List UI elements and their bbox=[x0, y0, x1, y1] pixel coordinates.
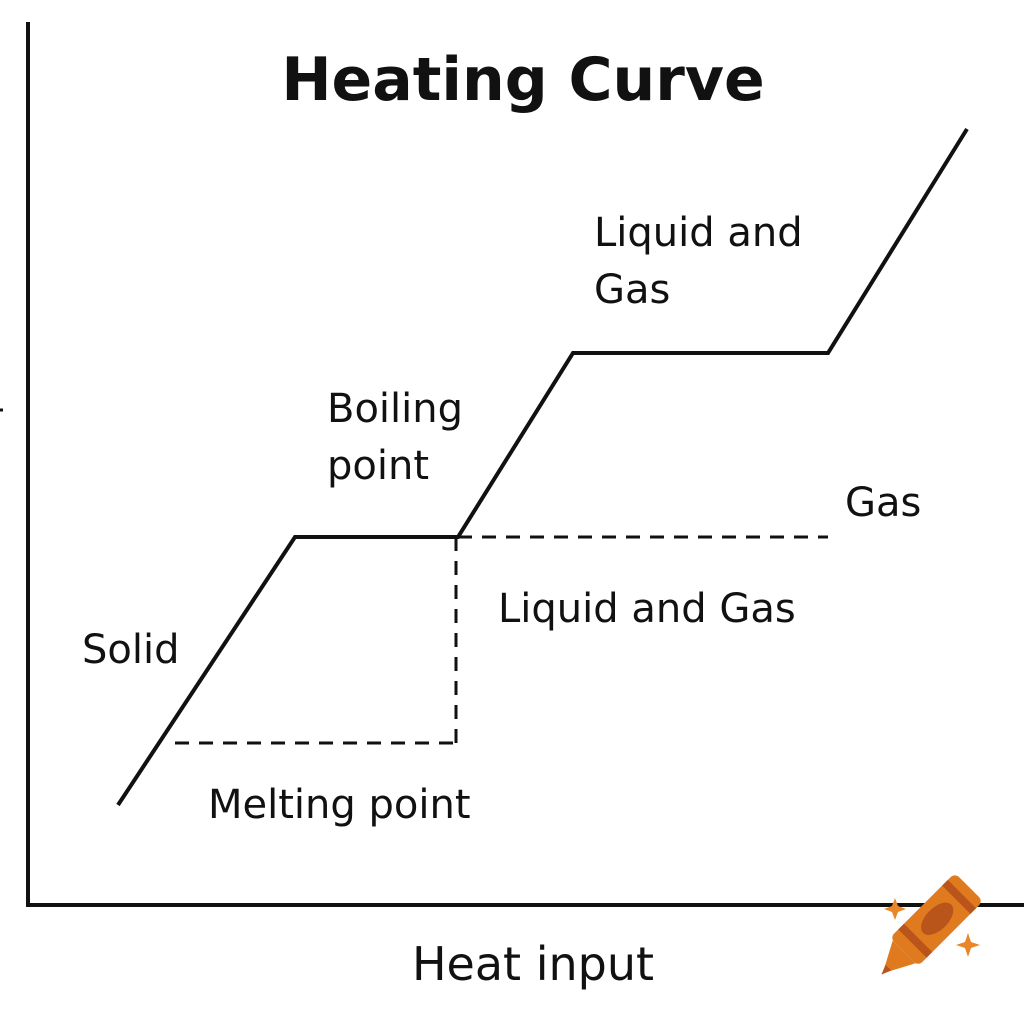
label-liquid-and-gas-upper-line2: Gas bbox=[594, 267, 670, 313]
label-melting-point: Melting point bbox=[208, 782, 471, 828]
sparkle-icon-small bbox=[956, 933, 980, 957]
label-liquid-and-gas-upper-line1: Liquid and bbox=[594, 210, 803, 256]
label-liquid-and-gas-lower: Liquid and Gas bbox=[498, 586, 796, 632]
label-solid: Solid bbox=[82, 627, 179, 673]
diagram-title: Heating Curve bbox=[281, 45, 764, 115]
sparkle-icon bbox=[884, 898, 906, 920]
label-boiling-point-line2: point bbox=[327, 443, 429, 489]
heating-curve-line bbox=[116, 127, 969, 807]
crayon-icon bbox=[881, 875, 981, 975]
label-boiling-point-line1: Boiling bbox=[327, 386, 463, 432]
label-gas: Gas bbox=[845, 480, 921, 526]
x-axis-label: Heat input bbox=[412, 937, 654, 991]
